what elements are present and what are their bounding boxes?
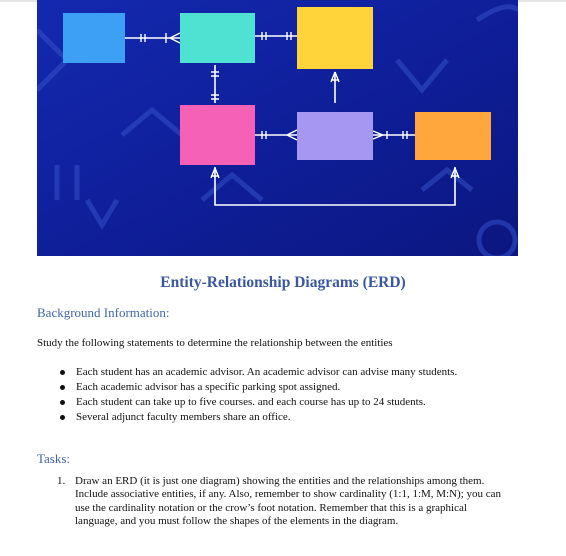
entity-yellow-box [297,7,373,69]
tasks-heading: Tasks: [37,451,71,466]
background-heading: Background Information: [37,305,170,320]
entity-purple-box [297,112,373,160]
document-title: Entity-Relationship Diagrams (ERD) [160,274,406,291]
list-item: Each student can take up to five courses… [58,395,457,410]
intro-paragraph: Study the following statements to determ… [37,337,393,349]
decorative-symbols [37,4,518,256]
task-item: 1. Draw an ERD (it is just one diagram) … [57,475,507,529]
entity-pink-box [180,105,255,165]
list-item: Several adjunct faculty members share an… [58,410,457,425]
task-text: Draw an ERD (it is just one diagram) sho… [75,475,502,528]
statement-list: Each student has an academic advisor. An… [58,365,457,425]
list-item: Each academic advisor has a specific par… [58,380,457,395]
entity-blue-box [63,13,125,63]
erd-illustration [37,0,518,256]
entity-orange-box [415,112,491,160]
list-item: Each student has an academic advisor. An… [58,365,457,380]
entity-teal-box [180,13,255,63]
erd-banner-image [37,0,518,256]
cardinality-marks [140,32,460,179]
task-number: 1. [57,475,66,487]
